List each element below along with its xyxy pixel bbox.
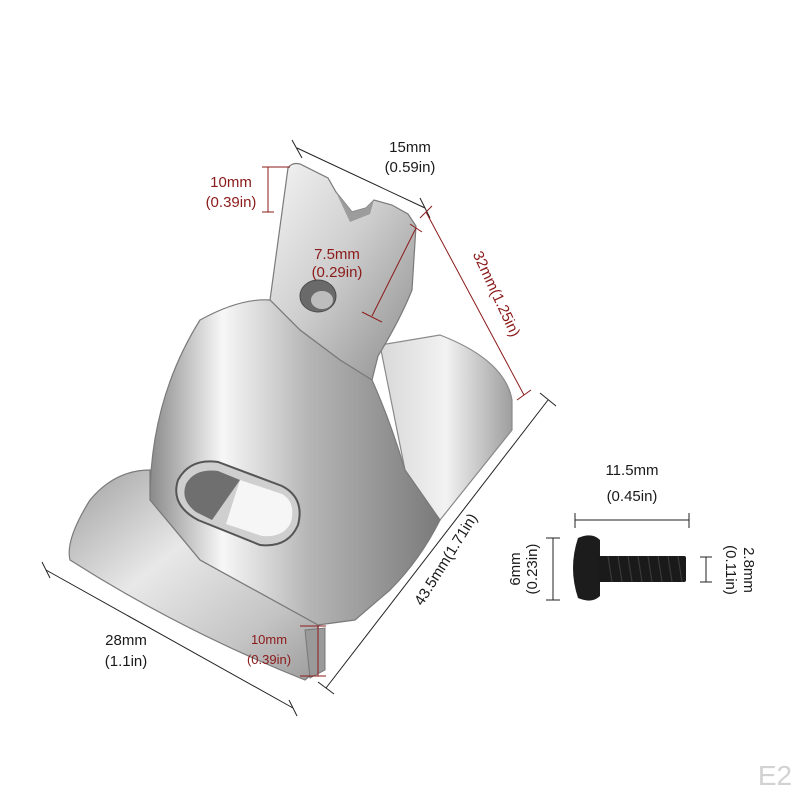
base-width-in: (1.1in) <box>105 653 148 670</box>
screw-head-in: (0.23in) <box>524 544 541 595</box>
screw-shank-in: (0.11in) <box>722 545 739 595</box>
screw-head <box>573 535 600 601</box>
lip-height-in: (0.39in) <box>247 652 291 667</box>
hook-height-in: (0.39in) <box>206 194 257 211</box>
clip-hook-notch <box>336 192 374 222</box>
top-width-mm: 15mm <box>389 139 431 156</box>
top-width-in: (0.59in) <box>385 159 436 176</box>
watermark: E2 <box>758 760 792 791</box>
screw-head-mm: 6mm <box>507 552 524 585</box>
clip-bend-body <box>149 299 441 626</box>
clip-top-hook <box>269 162 417 381</box>
screw-shank <box>598 556 686 582</box>
screw-length-mm: 11.5mm <box>605 462 658 479</box>
screw <box>546 513 712 601</box>
base-width-mm: 28mm <box>105 632 147 649</box>
lip-height-mm: 10mm <box>251 632 287 647</box>
screw-length-in: (0.45in) <box>607 488 658 505</box>
top-length: 32mm(1.25in) <box>469 249 524 340</box>
hole-offset-mm: 7.5mm <box>314 246 360 263</box>
dimension-lines <box>41 139 557 717</box>
screw-shank-mm: 2.8mm <box>740 547 757 593</box>
clip-base-plate <box>68 469 323 681</box>
hook-height-mm: 10mm <box>210 174 252 191</box>
hole-offset-in: (0.29in) <box>312 264 363 281</box>
belt-clip <box>68 162 513 681</box>
clip-back-tongue <box>379 334 513 522</box>
